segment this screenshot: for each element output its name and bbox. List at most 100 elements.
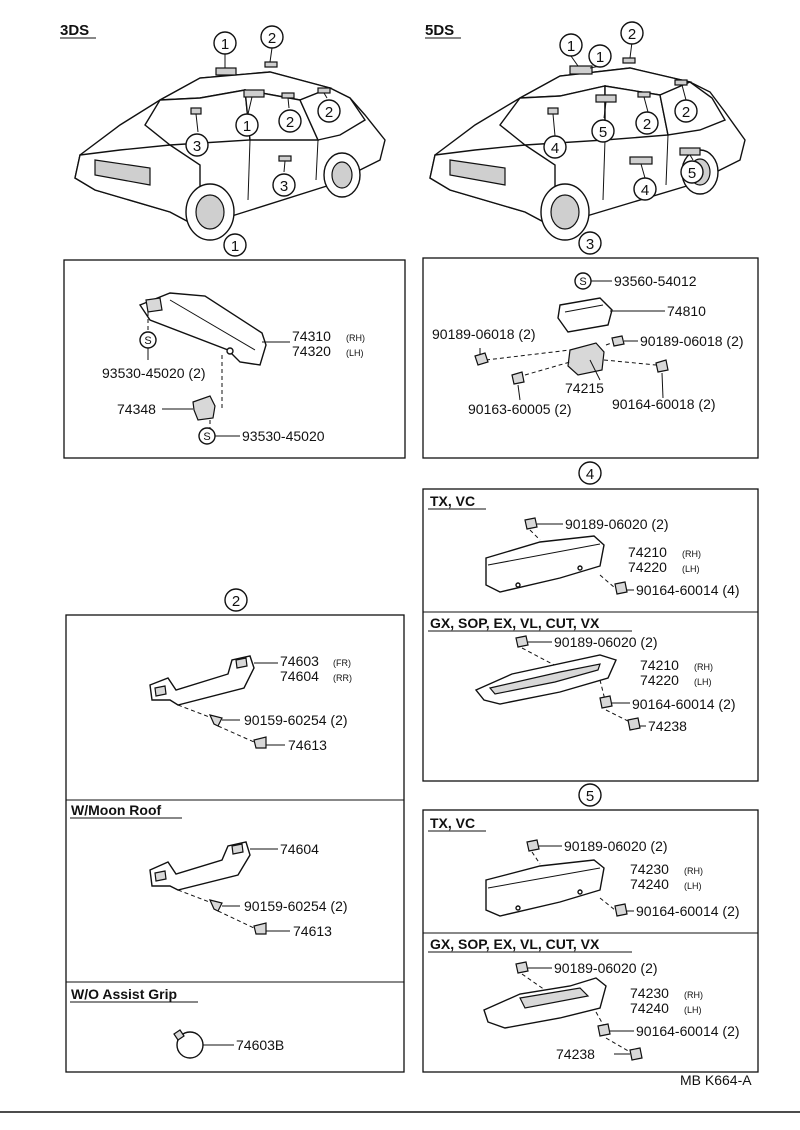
armrest-74230-tx	[485, 839, 634, 917]
armrest-74210-gx	[474, 635, 646, 731]
part-90189-06020-g5b: 90189-06020 (2)	[554, 960, 658, 976]
armrest-74230-gx	[483, 961, 643, 1061]
group-5-header: 5	[578, 783, 602, 807]
svg-text:5: 5	[688, 165, 696, 182]
svg-text:1: 1	[596, 49, 604, 66]
svg-text:(LH): (LH)	[694, 677, 712, 687]
part-74604-moon: 74604	[280, 841, 319, 857]
svg-text:(RR): (RR)	[333, 673, 352, 683]
svg-text:S: S	[144, 335, 151, 347]
assist-grip-std	[149, 655, 285, 749]
part-74240-g5a: 74240	[630, 876, 669, 892]
sun-visor-assembly: S S	[138, 292, 290, 445]
part-74220-g4b: 74220	[640, 672, 679, 688]
svg-text:2: 2	[628, 26, 636, 43]
assist-grip-plug	[173, 1029, 234, 1059]
group-3-box	[422, 257, 759, 459]
part-74320: 74320	[292, 343, 331, 359]
part-90164-60014-g5b: 90164-60014 (2)	[636, 1023, 740, 1039]
group-2-box	[65, 614, 405, 1073]
svg-text:5: 5	[586, 788, 594, 805]
g5-tx-vc-title: TX, VC	[430, 815, 475, 831]
svg-text:3: 3	[193, 138, 201, 155]
svg-text:5: 5	[599, 124, 607, 141]
car-3ds-callouts: 1 2 1 2 2 3 3	[185, 25, 341, 197]
svg-text:3: 3	[586, 236, 594, 253]
svg-text:1: 1	[221, 36, 229, 53]
part-90163-60005: 90163-60005 (2)	[468, 401, 572, 417]
group-3-header: 3	[578, 231, 602, 255]
part-74613: 74613	[288, 737, 327, 753]
part-90189-06020-g5a: 90189-06020 (2)	[564, 838, 668, 854]
part-74210-g4a: 74210	[628, 544, 667, 560]
svg-text:(RH): (RH)	[346, 333, 365, 343]
part-74603: 74603	[280, 653, 319, 669]
part-74310: 74310	[292, 328, 331, 344]
svg-text:1: 1	[567, 38, 575, 55]
svg-text:3: 3	[280, 178, 288, 195]
part-93530-45020: 93530-45020	[242, 428, 325, 444]
part-74604: 74604	[280, 668, 319, 684]
part-90189-06020-g4a: 90189-06020 (2)	[565, 516, 669, 532]
group-2-header: 2	[224, 588, 248, 612]
part-93560-54012: 93560-54012	[614, 273, 697, 289]
g4-gx-title: GX, SOP, EX, VL, CUT, VX	[430, 615, 600, 631]
part-74215: 74215	[565, 380, 604, 396]
svg-text:4: 4	[551, 140, 559, 157]
svg-text:2: 2	[643, 116, 651, 133]
svg-text:1: 1	[243, 118, 251, 135]
part-74810: 74810	[667, 303, 706, 319]
group-1-box	[63, 259, 406, 459]
svg-text:(LH): (LH)	[684, 881, 702, 891]
svg-text:(RH): (RH)	[684, 866, 703, 876]
svg-text:4: 4	[641, 182, 649, 199]
svg-text:(FR): (FR)	[333, 658, 351, 668]
part-90159-60254-moon: 90159-60254 (2)	[244, 898, 348, 914]
svg-text:(LH): (LH)	[682, 564, 700, 574]
svg-text:(LH): (LH)	[684, 1005, 702, 1015]
svg-text:(RH): (RH)	[684, 990, 703, 1000]
svg-text:(RH): (RH)	[682, 549, 701, 559]
part-74238-g5b: 74238	[556, 1046, 595, 1062]
svg-text:S: S	[579, 276, 586, 288]
svg-text:2: 2	[286, 114, 294, 131]
part-74613-moon: 74613	[293, 923, 332, 939]
armrest-74210-tx	[485, 517, 634, 595]
svg-text:1: 1	[231, 238, 239, 255]
variant-3ds-label: 3DS	[60, 22, 89, 39]
svg-text:(RH): (RH)	[694, 662, 713, 672]
interior-light-assembly: S	[474, 272, 669, 401]
part-90189-06018-right: 90189-06018 (2)	[640, 333, 744, 349]
g4-tx-vc-title: TX, VC	[430, 493, 475, 509]
part-74238-g4b: 74238	[648, 718, 687, 734]
wo-assist-grip-title: W/O Assist Grip	[71, 986, 177, 1002]
part-74230-g5a: 74230	[630, 861, 669, 877]
part-90164-60014-g4a: 90164-60014 (4)	[636, 582, 740, 598]
svg-text:(LH): (LH)	[346, 348, 364, 358]
car-3ds-illustration	[74, 47, 386, 241]
part-90164-60018: 90164-60018 (2)	[612, 396, 716, 412]
part-74348: 74348	[117, 401, 156, 417]
svg-text:2: 2	[325, 104, 333, 121]
group-4-box	[422, 488, 759, 782]
part-90189-06018-left: 90189-06018 (2)	[432, 326, 536, 342]
part-90159-60254: 90159-60254 (2)	[244, 712, 348, 728]
part-74230-g5b: 74230	[630, 985, 669, 1001]
part-90164-60014-g5a: 90164-60014 (2)	[636, 903, 740, 919]
part-74240-g5b: 74240	[630, 1000, 669, 1016]
svg-text:2: 2	[682, 104, 690, 121]
group-1-header: 1	[223, 233, 247, 257]
part-93530-45020-2: 93530-45020 (2)	[102, 365, 206, 381]
svg-text:4: 4	[586, 466, 594, 483]
moon-roof-title: W/Moon Roof	[71, 802, 162, 818]
car-5ds-callouts: 1 2 1 2 2 5 4 4 5	[543, 21, 704, 201]
assist-grip-moon-roof	[149, 841, 290, 935]
variant-5ds-label: 5DS	[425, 22, 454, 39]
car-5ds-illustration	[429, 41, 746, 241]
part-74220-g4a: 74220	[628, 559, 667, 575]
part-74603b: 74603B	[236, 1037, 284, 1053]
part-90164-60014-g4b: 90164-60014 (2)	[632, 696, 736, 712]
svg-text:2: 2	[232, 593, 240, 610]
svg-text:2: 2	[268, 30, 276, 47]
